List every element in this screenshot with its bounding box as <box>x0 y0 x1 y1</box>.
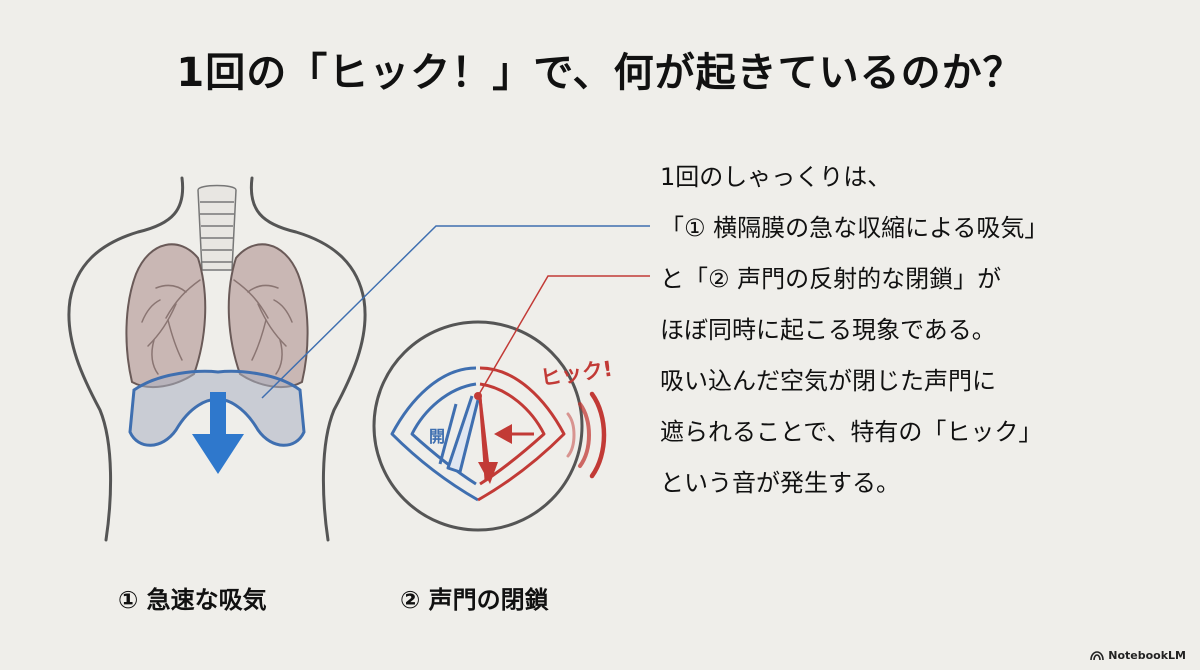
blue-leader-line <box>261 225 650 399</box>
watermark-text: NotebookLM <box>1108 649 1186 662</box>
explanation-line: 吸い込んだ空気が閉じた声門に <box>660 367 996 395</box>
caption-glottis-closure: ② 声門の閉鎖 <box>400 586 549 614</box>
diaphragm <box>128 369 306 447</box>
red-leader-line <box>477 275 650 397</box>
explanation-line: 遮られることで、特有の「ヒック」 <box>660 418 1043 446</box>
notebooklm-logo-icon <box>1090 650 1105 660</box>
glottis-open-side <box>390 366 480 502</box>
explanation-line: と「② 声門の反射的な閉鎖」が <box>660 265 1002 293</box>
closing-left-arrow-icon <box>494 424 534 444</box>
glottis-circle <box>372 320 584 532</box>
open-label: 開 <box>429 427 445 446</box>
explanation-line: ほぼ同時に起こる現象である。 <box>660 316 996 344</box>
sound-wave-icon <box>566 391 607 479</box>
explanation-line: という音が発生する。 <box>660 469 900 497</box>
page-title: 1回の「ヒック！」で、何が起きているのか？ <box>176 50 1024 96</box>
right-lung <box>227 243 309 389</box>
explanation-line: 1回のしゃっくりは、 <box>660 163 892 191</box>
explanation-text: 1回のしゃっくりは、 「① 横隔膜の急な収縮による吸気」 と「② 声門の反射的な… <box>660 152 1180 509</box>
explanation-line: 「① 横隔膜の急な収縮による吸気」 <box>660 214 1049 242</box>
watermark: NotebookLM <box>1090 649 1186 662</box>
closing-down-arrow-icon <box>478 397 498 484</box>
trachea <box>197 184 237 271</box>
caption-rapid-inhalation: ① 急速な吸気 <box>118 586 267 614</box>
left-lung <box>125 243 207 389</box>
downward-arrow-icon <box>192 392 244 474</box>
torso-outline <box>67 176 367 542</box>
